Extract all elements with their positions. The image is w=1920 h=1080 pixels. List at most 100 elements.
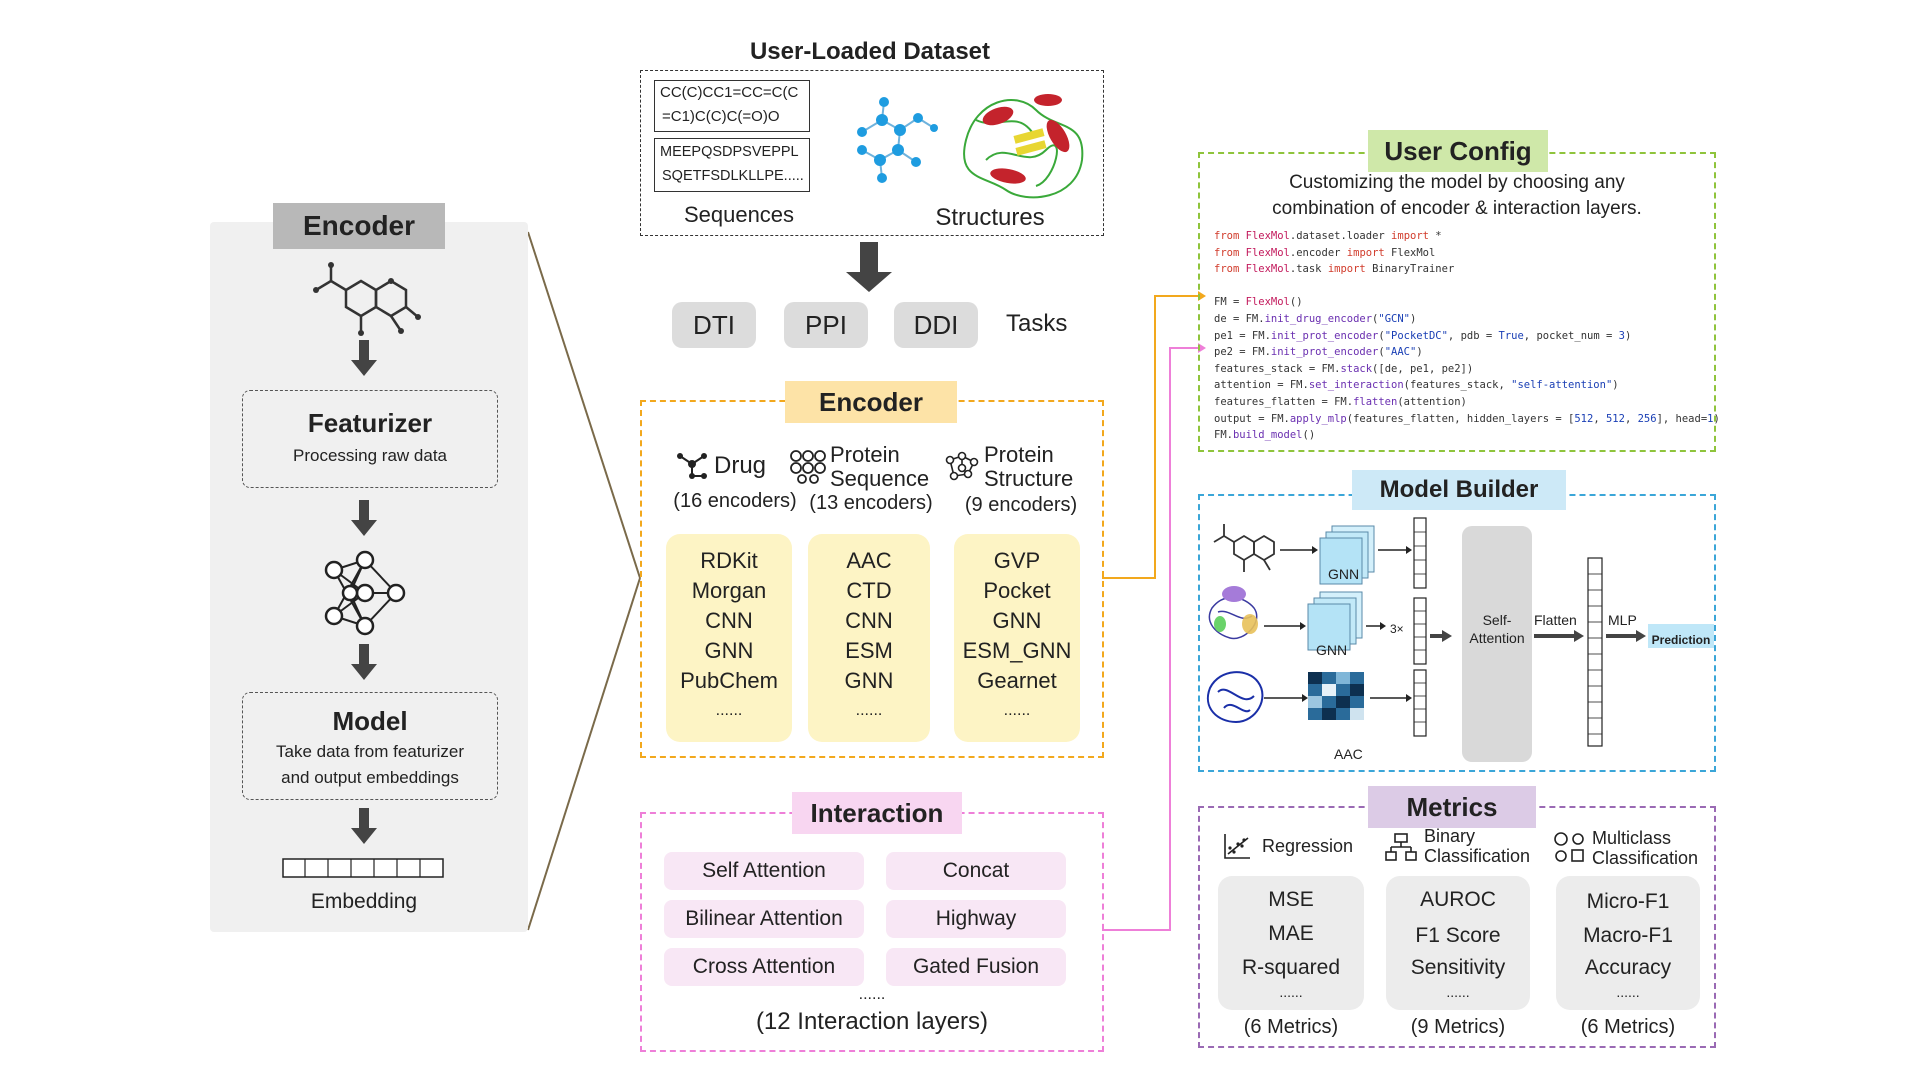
- struct-encoder-list: GVP Pocket GNN ESM_GNN Gearnet ......: [954, 534, 1080, 742]
- structures-label: Structures: [935, 204, 1045, 231]
- regression-label: Regression: [1262, 836, 1354, 856]
- list-item: GNN: [844, 668, 894, 693]
- self-attention-label-1: Self-: [1482, 612, 1512, 628]
- chip-concat: Concat: [886, 852, 1066, 890]
- chip-self-attention: Self Attention: [664, 852, 864, 890]
- model-title: Model: [332, 706, 408, 736]
- model-builder-title: Model Builder: [1352, 470, 1566, 510]
- prediction-label: Prediction: [1651, 633, 1711, 647]
- multiclass-metrics-list: Micro-F1 Macro-F1 Accuracy ......: [1556, 876, 1700, 1010]
- list-item: R-squared: [1241, 956, 1341, 979]
- drug-icon: [677, 453, 707, 479]
- protein-sequence-icon: [790, 450, 826, 484]
- list-item: MSE: [1268, 888, 1314, 911]
- left-encoder-title: Encoder: [273, 203, 445, 249]
- arrow-down-icon: [351, 500, 377, 536]
- task-ddi: DDI: [894, 302, 978, 348]
- molecule-icon: [313, 262, 421, 336]
- mlp-label: MLP: [1608, 612, 1637, 628]
- list-item: Sensitivity: [1410, 956, 1506, 979]
- list-item: GVP: [993, 548, 1041, 573]
- multiclass-classification-icon: [1554, 832, 1584, 862]
- drug-count: (16 encoders): [673, 490, 797, 512]
- model-desc-line2: and output embeddings: [281, 768, 459, 787]
- self-attention-label-2: Attention: [1469, 630, 1525, 646]
- featurizer-title: Featurizer: [307, 408, 433, 438]
- regression-metrics-list: MSE MAE R-squared ......: [1218, 876, 1364, 1010]
- binary-label-1: Binary: [1424, 826, 1476, 846]
- seq-encoder-list: AAC CTD CNN ESM GNN ......: [808, 534, 930, 742]
- sequence-line2: SQETFSDLKLLPE.....: [662, 168, 804, 184]
- list-item: ......: [1279, 984, 1303, 1000]
- list-item: GNN: [704, 638, 754, 663]
- list-item: F1 Score: [1415, 924, 1501, 947]
- interaction-title: Interaction: [792, 792, 962, 834]
- interaction-count: (12 Interaction layers): [755, 1008, 989, 1035]
- multi-label-1: Multiclass: [1592, 828, 1672, 848]
- list-item: GNN: [992, 608, 1042, 633]
- list-item: Pocket: [983, 578, 1051, 603]
- sequences-label: Sequences: [683, 202, 795, 227]
- binary-classification-icon: [1385, 833, 1417, 861]
- regression-icon: [1224, 834, 1250, 859]
- multi-label-2: Classification: [1592, 848, 1699, 868]
- molecule-structure-image: [857, 97, 938, 183]
- sequence-box: [654, 138, 810, 192]
- list-item: CTD: [846, 578, 892, 603]
- protein-structure-icon: [945, 451, 979, 481]
- regression-count: (6 Metrics): [1243, 1016, 1339, 1038]
- arrow-down-icon: [351, 340, 377, 376]
- neural-network-icon: [324, 550, 406, 636]
- list-item: ......: [1616, 984, 1640, 1000]
- binary-label-2: Classification: [1424, 846, 1531, 866]
- list-item: MAE: [1268, 922, 1314, 945]
- list-item: Morgan: [691, 578, 767, 603]
- protein-seq-count: (13 encoders): [809, 492, 933, 514]
- task-ppi: PPI: [784, 302, 868, 348]
- smiles-line2: =C1)C(C)C(=O)O: [662, 108, 780, 125]
- embedding-label: Embedding: [310, 890, 418, 913]
- interaction-ellipsis: ......: [858, 986, 886, 1003]
- list-item: Accuracy: [1584, 956, 1672, 979]
- sequence-line1: MEEPQSDPSVEPPL: [660, 144, 799, 160]
- list-item: RDKit: [700, 548, 758, 573]
- aac-label: AAC: [1334, 746, 1363, 762]
- user-config-title: User Config: [1368, 130, 1548, 172]
- smiles-box: [654, 80, 810, 132]
- code-snippet: from FlexMol.dataset.loader import * fro…: [1214, 230, 1720, 442]
- list-item: Micro-F1: [1586, 890, 1670, 913]
- gnn-label-1: GNN: [1328, 566, 1360, 582]
- chip-highway: Highway: [886, 900, 1066, 938]
- model-box: [242, 692, 498, 800]
- list-item: Gearnet: [977, 668, 1057, 693]
- arrow-down-icon: [351, 808, 377, 844]
- model-builder-diagram: [1207, 517, 1714, 762]
- list-item: CNN: [705, 608, 753, 633]
- list-item: ......: [715, 702, 743, 719]
- drug-encoder-list: RDKit Morgan CNN GNN PubChem ......: [666, 534, 792, 742]
- model-desc-line1: Take data from featurizer: [275, 742, 465, 761]
- smiles-line1: CC(C)CC1=CC=C(C: [660, 84, 799, 101]
- list-item: ......: [1446, 984, 1470, 1000]
- binary-count: (9 Metrics): [1410, 1016, 1506, 1038]
- embedding-vector: [282, 858, 444, 878]
- gnn-label-2: GNN: [1316, 642, 1348, 658]
- chip-gated-fusion: Gated Fusion: [886, 948, 1066, 986]
- drug-label: Drug: [714, 452, 767, 479]
- list-item: Macro-F1: [1583, 924, 1673, 947]
- user-config-desc-2: combination of encoder & interaction lay…: [1272, 198, 1642, 219]
- tasks-label: Tasks: [1006, 310, 1068, 337]
- featurizer-desc: Processing raw data: [292, 446, 448, 465]
- list-item: AAC: [846, 548, 892, 573]
- list-item: ......: [855, 702, 883, 719]
- dataset-box: [640, 70, 1104, 236]
- task-dti: DTI: [672, 302, 756, 348]
- flatten-label: Flatten: [1534, 612, 1577, 628]
- protein-seq-label-1: Protein: [830, 442, 900, 467]
- protein-struct-label-2: Structure: [984, 466, 1074, 491]
- list-item: ESM_GNN: [962, 638, 1072, 663]
- binary-metrics-list: AUROC F1 Score Sensitivity ......: [1386, 876, 1530, 1010]
- chip-cross-attention: Cross Attention: [664, 948, 864, 986]
- list-item: ......: [1003, 702, 1031, 719]
